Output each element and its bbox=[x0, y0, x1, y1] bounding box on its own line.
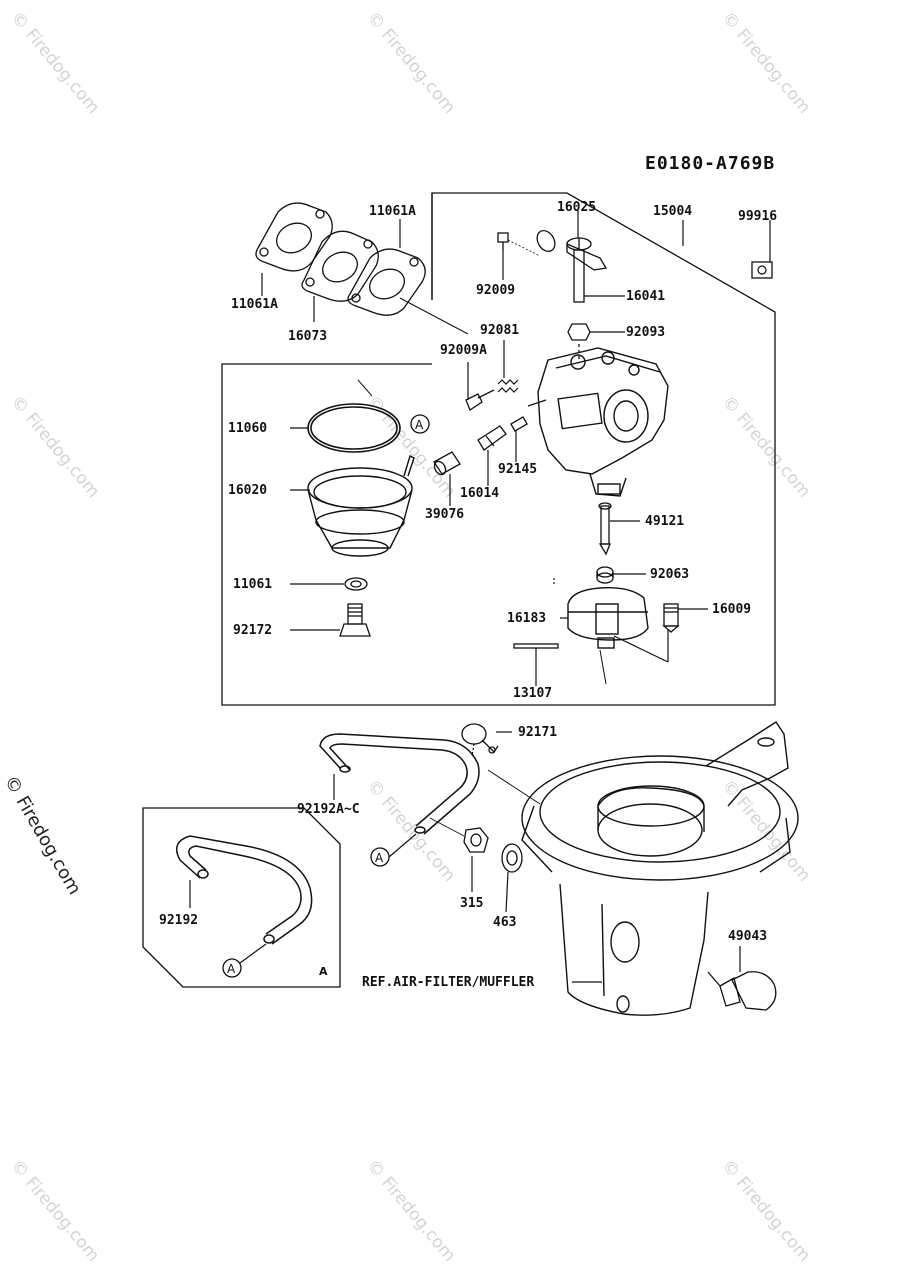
jet-92145-icon bbox=[510, 416, 528, 432]
part-label-92192: 92192 bbox=[159, 913, 199, 928]
svg-text:A: A bbox=[375, 851, 384, 865]
part-label-13107: 13107 bbox=[513, 686, 553, 701]
gasket-11061a-2-icon bbox=[347, 248, 426, 316]
part-label-16020: 16020 bbox=[228, 483, 268, 498]
carburetor-body-icon bbox=[527, 347, 669, 497]
jet-16014-icon bbox=[477, 425, 507, 451]
part-label-92093: 92093 bbox=[626, 325, 666, 340]
jet-39076-icon bbox=[433, 451, 461, 476]
group-frame-outline bbox=[221, 192, 776, 706]
shaft-13107-icon bbox=[513, 643, 559, 649]
part-label-16041: 16041 bbox=[626, 289, 666, 304]
part-label-92063: 92063 bbox=[650, 567, 690, 582]
part-label-315: 315 bbox=[460, 896, 484, 911]
svg-text:A: A bbox=[227, 962, 236, 976]
float-bowl-16020-icon bbox=[307, 455, 415, 557]
part-label-92145: 92145 bbox=[498, 462, 538, 477]
washer-11061-icon bbox=[344, 577, 368, 591]
bolt-92172-icon bbox=[339, 603, 371, 637]
part-label-92172: 92172 bbox=[233, 623, 273, 638]
plug-49043-icon bbox=[707, 971, 777, 1011]
part-label-92009a: 92009A bbox=[440, 343, 487, 358]
part-label-92081: 92081 bbox=[480, 323, 520, 338]
needle-16009-icon bbox=[662, 603, 680, 633]
part-label-15004: 15004 bbox=[653, 204, 693, 219]
part-label-16025: 16025 bbox=[557, 200, 597, 215]
gasket-16073-icon bbox=[301, 230, 379, 302]
fuel-hose-92192-icon bbox=[175, 835, 313, 945]
air-filter-housing-icon bbox=[487, 721, 799, 1016]
part-label-92171: 92171 bbox=[518, 725, 558, 740]
screw-92009-icon bbox=[497, 232, 541, 257]
gasket-11061a-icon bbox=[255, 202, 333, 272]
part-label-11061a: 11061A bbox=[369, 204, 416, 219]
lock-washer-463-icon bbox=[501, 843, 523, 873]
part-label-11061: 11061 bbox=[233, 577, 273, 592]
part-label-39076: 39076 bbox=[425, 507, 465, 522]
diagram-code: E0180-A769B bbox=[645, 153, 776, 174]
inset-frame-outline bbox=[142, 807, 341, 988]
svg-text:A: A bbox=[415, 418, 424, 432]
part-label-16009: 16009 bbox=[712, 602, 752, 617]
part-label-16183: 16183 bbox=[507, 611, 547, 626]
choke-shaft-icon bbox=[566, 237, 608, 303]
inset-callout-letter: A bbox=[319, 965, 328, 978]
part-label-11060: 11060 bbox=[228, 421, 268, 436]
part-label-16014: 16014 bbox=[460, 486, 500, 501]
choke-plate-icon bbox=[536, 230, 556, 252]
part-label-16073: 16073 bbox=[288, 329, 328, 344]
part-label-463: 463 bbox=[493, 915, 517, 930]
nut-315-icon bbox=[463, 827, 489, 853]
part-label-92009: 92009 bbox=[476, 283, 516, 298]
parts-diagram-page: © Firedog.com © Firedog.com © Firedog.co… bbox=[0, 8, 814, 1266]
o-ring-11060-icon bbox=[307, 403, 401, 453]
part-label-11061a: 11061A bbox=[231, 297, 278, 312]
screw-92009a-icon bbox=[465, 389, 495, 411]
pin-49121-icon bbox=[598, 502, 612, 556]
callout-a-circle bbox=[222, 958, 242, 978]
part-label-ref-air-filter-muffler: REF.AIR-FILTER/MUFFLER bbox=[362, 975, 535, 990]
seat-92063-icon bbox=[596, 566, 614, 584]
nut-99916-icon bbox=[751, 261, 773, 279]
float-16183-icon bbox=[567, 587, 649, 649]
exploded-view-drawing: A A bbox=[142, 192, 799, 1016]
part-label-99916: 99916 bbox=[738, 209, 778, 224]
part-label-49043: 49043 bbox=[728, 929, 768, 944]
part-label-92192a-c: 92192A~C bbox=[297, 802, 360, 817]
callout-a-circle bbox=[410, 414, 430, 434]
spring-92081-icon bbox=[497, 379, 519, 393]
fuel-hose-92192a-c-icon bbox=[319, 733, 480, 835]
part-label-49121: 49121 bbox=[645, 514, 685, 529]
